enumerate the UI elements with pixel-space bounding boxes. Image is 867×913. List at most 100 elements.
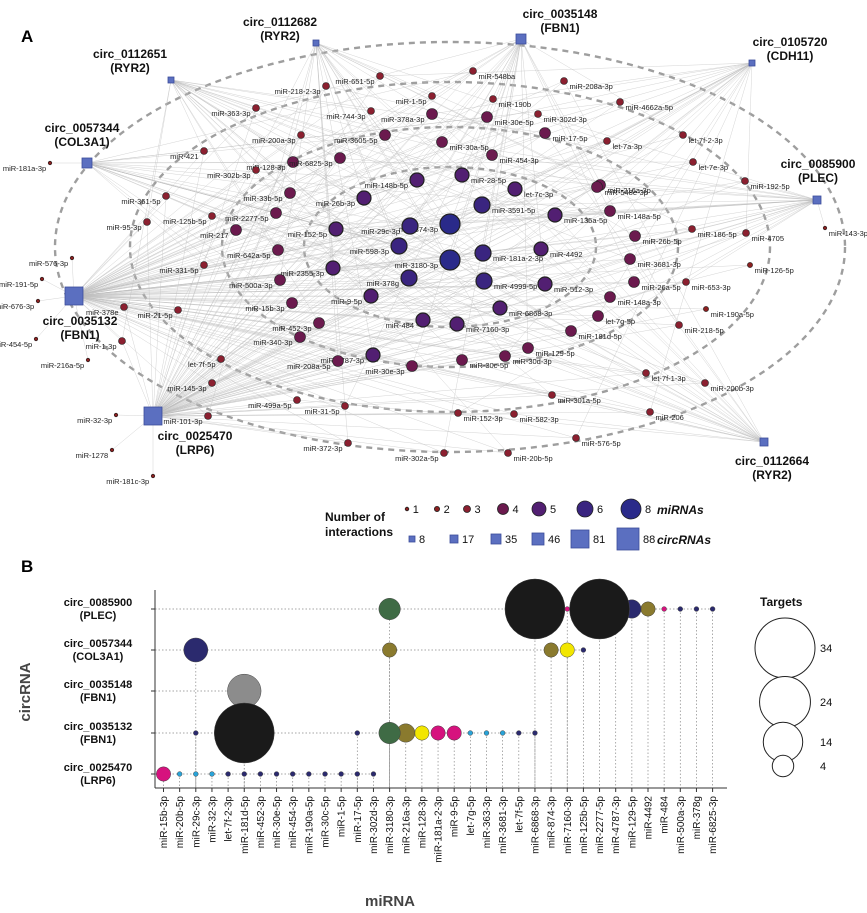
mirna-label-mir-216a-3p: miR-216a-3p (608, 186, 651, 195)
mirna-label-mir-302d-3p: miR-302d-3p (544, 115, 587, 124)
mirna-node-mir-363-3p (252, 104, 260, 112)
mirna-label-mir-576-5p: miR-576-5p (582, 439, 621, 448)
mirna-node-mir-4787-3p (365, 347, 381, 363)
mirna-label-mir-4662a-5p: miR-4662a-5p (626, 103, 674, 112)
bubble-point-circ-0025470-let-7f-2-3p (225, 771, 231, 777)
mirna-node-mir-548e-3p (591, 181, 603, 193)
mirna-label-mir-548e-3p: miR-548e-3p (605, 188, 648, 197)
mirna-label-mir-31-5p: miR-31-5p (304, 407, 339, 416)
mirna-label-let-7f-1-3p: let-7f-1-3p (652, 374, 686, 383)
edge (745, 62, 753, 234)
edge (73, 215, 213, 297)
mirna-node-mir-152-5p (328, 221, 344, 237)
mirna-node-let-7f-2-3p (679, 131, 687, 139)
edge (152, 252, 484, 417)
mirna-label-mir-378a-3p: miR-378a-3p (381, 115, 424, 124)
edge (152, 249, 279, 417)
legend-mirna-value-6: 6 (597, 504, 603, 516)
edge (170, 79, 631, 260)
mirna-node-mir-331-5p (200, 261, 208, 269)
mirna-label-mir-744-3p: miR-744-3p (326, 112, 365, 121)
edge (152, 113, 539, 417)
bubble-point-circ-0025470-mir-32-3p (209, 771, 215, 777)
mirna-label-mir-2355-3p: miR-2355-3p (281, 269, 324, 278)
edge (170, 79, 205, 152)
mirna-label-mir-32-3p: miR-32-3p (77, 416, 112, 425)
circrna-gene-circ-0025470: (LRP6) (176, 443, 215, 457)
mirna-node-mir-361-5p (162, 192, 170, 200)
edge (73, 188, 516, 297)
legend-mirna-value-2: 2 (444, 504, 450, 516)
edge (211, 38, 522, 217)
edge (152, 415, 577, 439)
mirna-label-mir-372-3p: miR-372-3p (303, 444, 342, 453)
edge (73, 101, 621, 297)
edge (384, 38, 522, 136)
mirna-node-mir-20b-5p (504, 449, 512, 457)
edge (86, 162, 277, 214)
mirna-node-mir-218-5p (675, 321, 683, 329)
mirna-label-mir-454-3p: miR-454-3p (500, 156, 539, 165)
edge (152, 330, 572, 417)
mirna-label-mir-499a-5p: miR-499a-5p (248, 401, 291, 410)
mirna-node-let-7f-1-3p (642, 369, 650, 377)
edge (456, 199, 818, 325)
edge (123, 306, 765, 443)
legend-circrna-box-81 (570, 529, 590, 549)
circrna-gene-circ-0112664: (RYR2) (752, 468, 792, 482)
edge (491, 154, 818, 201)
edge (315, 42, 433, 97)
mirna-node-mir-372-3p (344, 439, 352, 447)
legend-circrna-value-17: 17 (462, 534, 474, 546)
mirna-node-mir-651-5p (376, 72, 384, 80)
edge (86, 101, 621, 164)
mirna-node-mir-378g (400, 269, 418, 287)
edge (152, 132, 546, 417)
edge (152, 228, 337, 417)
bubble-point-circ-0057344-mir-125b-5p (580, 647, 587, 653)
mirna-label-mir-30d-3p: miR-30d-3p (513, 357, 552, 366)
y-tick-label-circ-0085900: circ_0085900 (64, 597, 133, 609)
x-tick-label-mir-9-5p: miR-9-5p (450, 796, 461, 838)
mirna-label-mir-3681-3p: miR-3681-3p (638, 260, 681, 269)
bubble-point-circ-0025470-mir-29c-3p (193, 771, 199, 777)
mirna-node-mir-15b-3p (286, 297, 298, 309)
edge (596, 186, 818, 201)
mirna-node-mir-301a-5p (548, 391, 556, 399)
edge (86, 162, 501, 309)
circrna-gene-circ-0035132: (FBN1) (60, 328, 99, 342)
legend-mirna-dot-1 (404, 506, 410, 512)
edge (152, 413, 515, 417)
circrna-node-circ-0035148 (515, 33, 527, 45)
mirna-node-mir-454-3p (486, 149, 498, 161)
edge (597, 315, 765, 443)
bubble-point-circ-0035132-mir-128-3p (414, 725, 430, 741)
mirna-node-mir-30d-3p (499, 350, 511, 362)
mirna-label-mir-4999-5p: miR-4999-5p (494, 282, 537, 291)
edge (86, 162, 418, 181)
size-legend-circle-24 (759, 676, 811, 728)
edge (540, 248, 765, 443)
circrna-node-circ-0025470 (143, 406, 163, 426)
circrna-label-circ-0112651: circ_0112651 (93, 47, 167, 61)
mirna-label-mir-135a-5p: miR-135a-5p (564, 216, 607, 225)
mirna-label-mir-874-3p: miR-874-3p (399, 225, 438, 234)
mirna-node-mir-874-3p (439, 213, 461, 235)
mirna-node-mir-30a-5p (436, 136, 448, 148)
edge (73, 161, 694, 297)
mirna-node-mir-378e (120, 303, 128, 311)
network-circrna-nodes: circ_0112682(RYR2)circ_0035148(FBN1)circ… (43, 7, 856, 482)
edge (73, 169, 257, 297)
edge (363, 62, 753, 199)
mirna-label-mir-17-5p: miR-17-5p (553, 134, 588, 143)
edge (481, 204, 765, 443)
x-tick-label-mir-378g: miR-378g (692, 796, 703, 839)
legend-circrna-box-88 (616, 527, 640, 551)
edge (170, 79, 556, 216)
mirna-label-mir-208a-3p: miR-208a-3p (570, 82, 613, 91)
edge (152, 264, 751, 417)
x-tick-label-mir-29c-3p: miR-29c-3p (191, 796, 202, 848)
x-tick-label-mir-3681-3p: miR-3681-3p (498, 796, 509, 854)
bubble-point-circ-0057344-mir-7160-3p (559, 642, 575, 658)
